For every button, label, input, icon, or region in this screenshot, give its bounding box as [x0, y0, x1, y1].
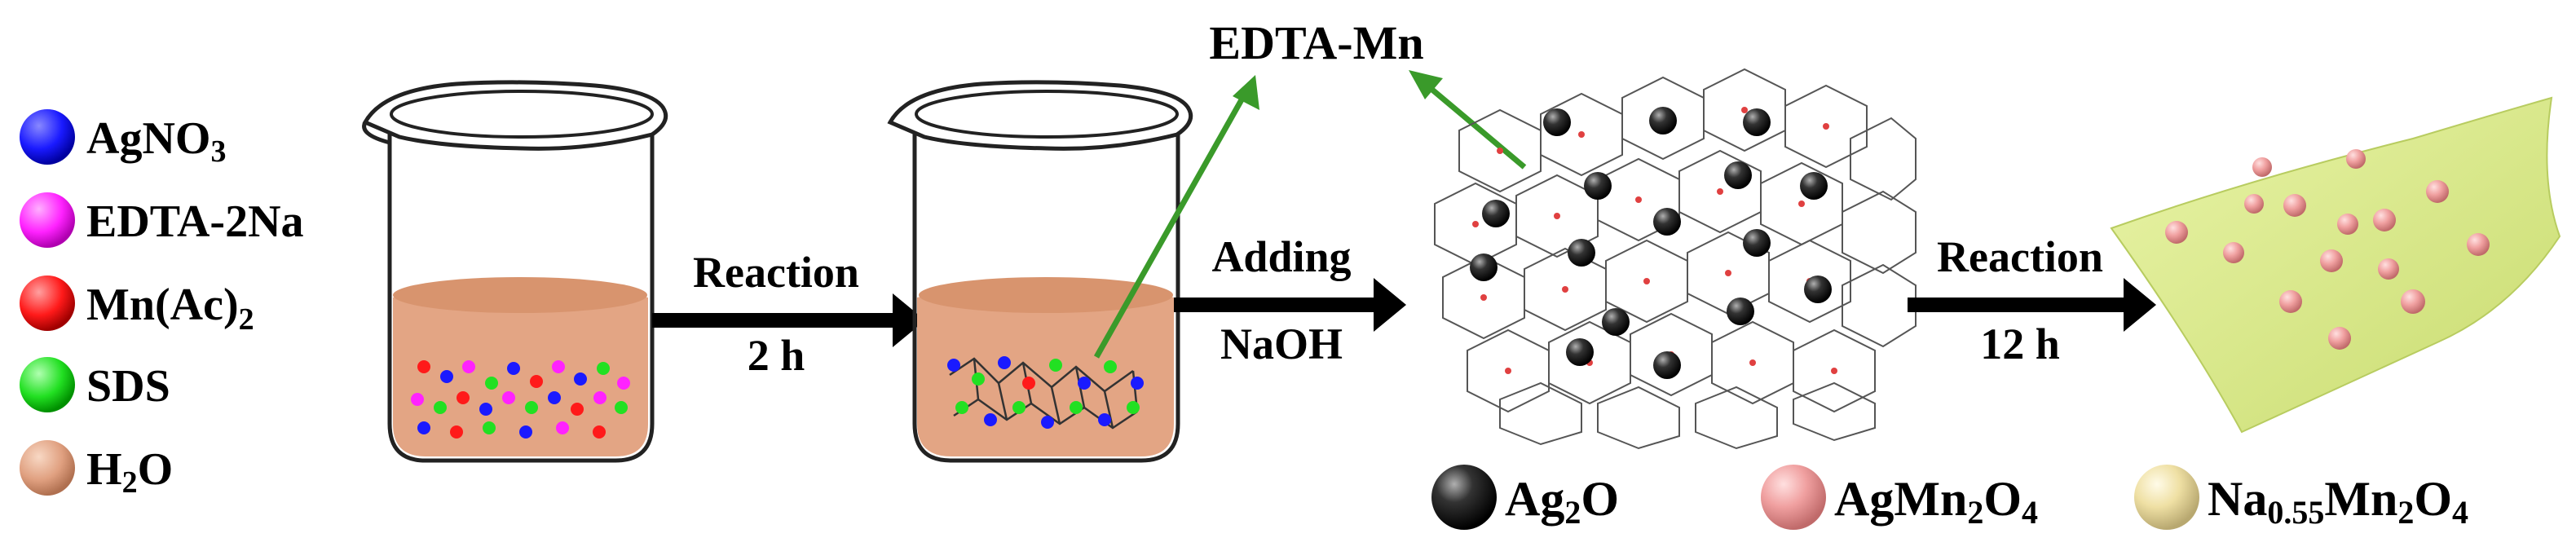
product-agmn2o4: AgMn2O4 — [1761, 465, 2038, 531]
step-2-bottom-label: NaOH — [1220, 320, 1343, 368]
product-legend: Ag2O AgMn2O4 Na0.55Mn2O4 — [1431, 465, 2468, 531]
h2o-tail: O — [138, 444, 174, 495]
beaker-2-rim — [915, 90, 1179, 139]
beaker-1 — [362, 80, 668, 463]
mnac-sub: 2 — [239, 302, 254, 337]
product-na055mn2o4: Na0.55Mn2O4 — [2134, 465, 2468, 531]
legend-item-mnac: Mn(Ac)2 — [20, 276, 254, 337]
network-mn-centers — [1472, 107, 1837, 374]
sds-label: SDS — [86, 361, 170, 412]
agno3-sub: 3 — [210, 134, 226, 169]
beaker-2-particles — [947, 356, 1144, 429]
ag2o-sphere-icon — [1431, 465, 1497, 530]
arrow-2-shaft — [1174, 298, 1378, 312]
svg-text:Na0.55Mn2O4: Na0.55Mn2O4 — [2208, 472, 2468, 531]
network-lattice — [1434, 68, 1917, 450]
na055mn2o4-tail: Mn — [2324, 472, 2397, 526]
beaker-1-liquid — [393, 283, 648, 456]
beaker-1-spout — [362, 121, 390, 145]
ag2o-sub: 2 — [1564, 494, 1581, 531]
na055mn2o4-label: Na — [2208, 472, 2267, 526]
agno3-label: AgNO — [86, 113, 210, 164]
edta2na-sphere-icon — [20, 192, 75, 248]
arrow-step-reaction1: Reaction 2 h — [652, 248, 925, 380]
beaker-1-particles — [411, 360, 630, 439]
agmn2o4-tail: O — [1983, 472, 2022, 526]
agmn2o4-tail-sub: 4 — [2022, 494, 2038, 531]
complex-label: EDTA-Mn — [1209, 16, 1423, 69]
arrow-3-head — [2124, 278, 2156, 332]
green-arrow-2-head — [1409, 70, 1443, 99]
green-arrow-1-line — [1093, 88, 1251, 359]
arrow-step-adding: Adding NaOH — [1174, 232, 1406, 368]
ag2o-label: Ag — [1505, 472, 1564, 526]
legend: AgNO3 EDTA-2Na Mn(Ac)2 SDS H2O — [20, 109, 304, 500]
step-2-top-label: Adding — [1211, 232, 1351, 281]
na055mn2o4-tail2: O — [2414, 472, 2452, 526]
svg-text:H2O: H2O — [86, 444, 173, 500]
arrow-3-shaft — [1908, 298, 2128, 312]
h2o-sub: 2 — [122, 465, 138, 500]
step-1-bottom-label: 2 h — [748, 331, 805, 380]
legend-item-sds: SDS — [20, 357, 170, 412]
svg-text:SDS: SDS — [86, 361, 170, 412]
na055mn2o4-tail2-sub: 4 — [2452, 494, 2468, 531]
product-ag2o: Ag2O — [1431, 465, 1619, 531]
legend-item-agno3: AgNO3 — [20, 109, 226, 169]
agmn2o4-sub: 2 — [1967, 494, 1983, 531]
arrow-step-reaction2: Reaction 12 h — [1908, 232, 2156, 368]
mnac-sphere-icon — [20, 276, 75, 331]
sds-sphere-icon — [20, 357, 75, 412]
beaker-1-rim — [390, 90, 654, 139]
mnac-label: Mn(Ac) — [86, 280, 239, 330]
green-arrow-1-head — [1233, 75, 1259, 110]
arrow-1-shaft — [652, 313, 897, 328]
svg-text:AgNO3: AgNO3 — [86, 113, 226, 169]
legend-item-h2o: H2O — [20, 440, 173, 500]
edta-mn-network — [1434, 68, 1917, 450]
na055mn2o4-sub: 0.55 — [2267, 494, 2324, 531]
step-1-top-label: Reaction — [693, 248, 859, 297]
beaker-2-liquid-surface — [919, 277, 1173, 313]
beaker-2 — [887, 80, 1193, 463]
na055mn2o4-sphere-icon — [2134, 465, 2199, 530]
ag2o-tail: O — [1581, 472, 1619, 526]
green-arrow-2-line — [1420, 79, 1527, 170]
agmn2o4-sphere-icon — [1761, 465, 1826, 530]
step-3-bottom-label: 12 h — [1980, 320, 2060, 368]
arrow-2-head — [1374, 278, 1406, 332]
arrow-1-head — [893, 293, 925, 347]
product-sheet — [2110, 96, 2561, 434]
sheet-nanoparticles — [2165, 149, 2490, 350]
h2o-label: H — [86, 444, 122, 495]
svg-text:AgMn2O4: AgMn2O4 — [1834, 472, 2038, 531]
step-3-top-label: Reaction — [1937, 232, 2103, 281]
svg-text:Ag2O: Ag2O — [1505, 472, 1619, 531]
svg-text:Mn(Ac)2: Mn(Ac)2 — [86, 280, 254, 337]
agmn2o4-label: AgMn — [1834, 472, 1967, 526]
beaker-1-liquid-surface — [393, 277, 647, 313]
edta2na-label: EDTA-2Na — [86, 196, 304, 247]
legend-item-edta2na: EDTA-2Na — [20, 192, 304, 248]
h2o-sphere-icon — [20, 440, 75, 496]
ag2o-nanoparticles — [1470, 107, 1832, 379]
svg-text:EDTA-2Na: EDTA-2Na — [86, 196, 304, 247]
agno3-sphere-icon — [20, 109, 75, 165]
beaker-2-body — [912, 130, 1180, 463]
beaker-1-body — [387, 130, 655, 463]
complex-pointers: EDTA-Mn — [1093, 16, 1527, 359]
na055mn2o4-tail-sub: 2 — [2397, 494, 2414, 531]
